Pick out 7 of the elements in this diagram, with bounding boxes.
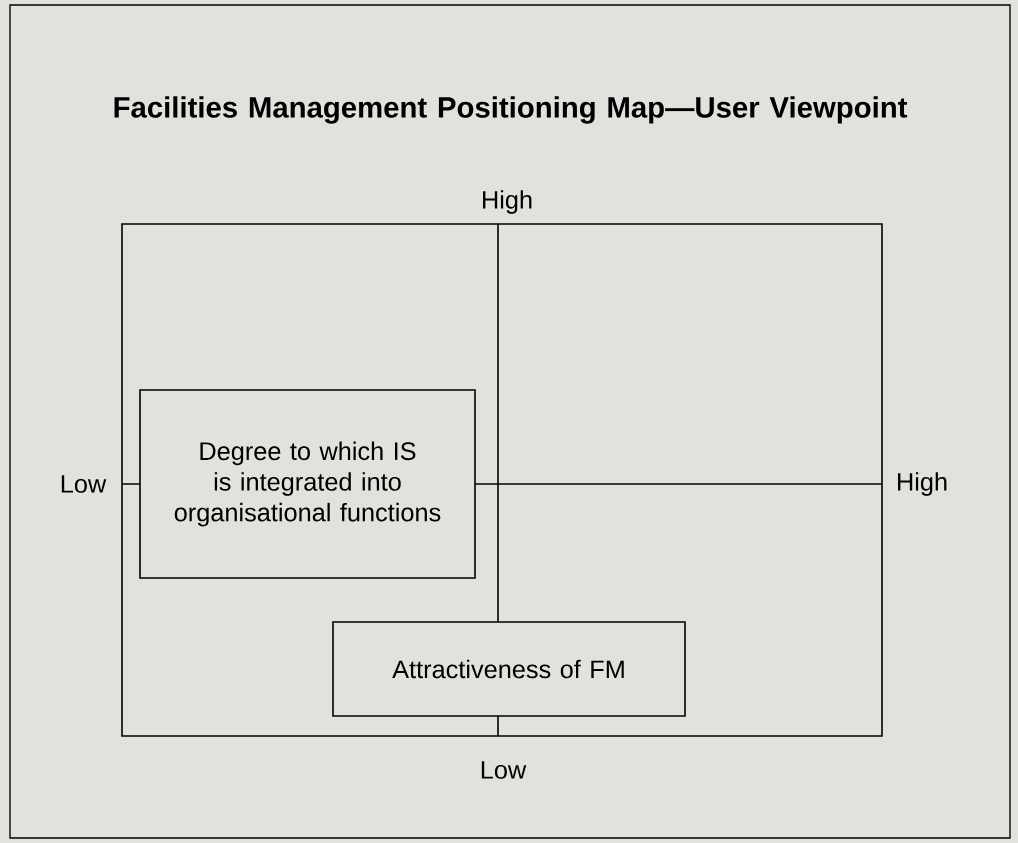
axis-end-label: High	[898, 472, 947, 496]
axis-title-box: Attractiveness of FM	[332, 621, 686, 717]
axis-end-label: Low	[481, 761, 527, 779]
axis-end-label: Low	[61, 475, 107, 493]
title: Facilities Management Positioning Map—User Viewpoint	[114, 96, 908, 124]
axis-title-box: Degree to which IS is integrated into organisational functions	[139, 389, 476, 579]
axis-end-label: High	[483, 190, 532, 214]
